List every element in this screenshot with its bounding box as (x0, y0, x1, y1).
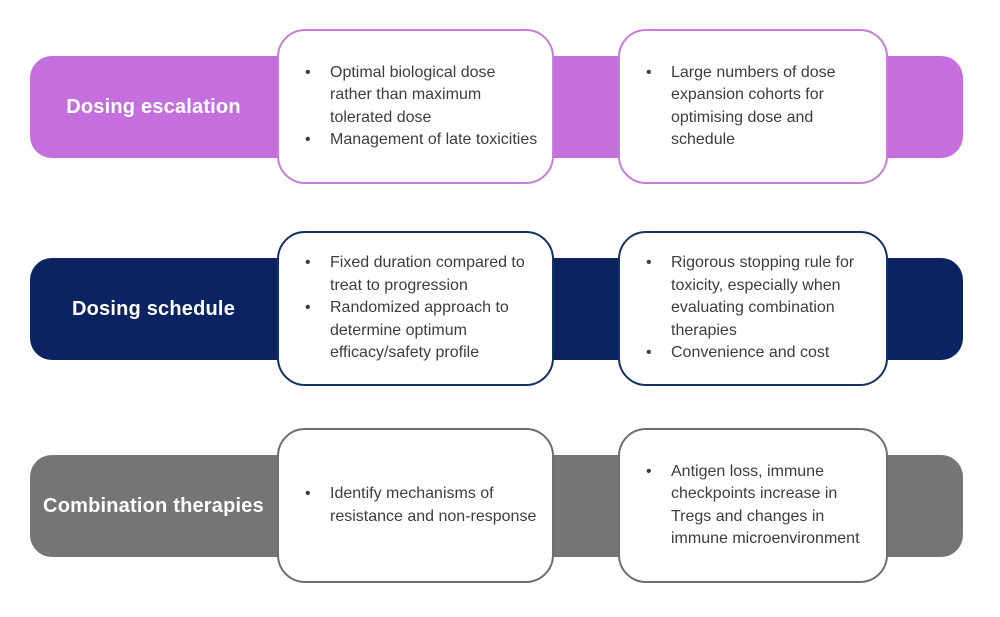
detail-box: Identify mechanisms of resistance and no… (277, 428, 554, 583)
row-dosing-escalation: Dosing escalation Optimal biological dos… (0, 29, 1000, 184)
bullet-list: Rigorous stopping rule for toxicity, esp… (620, 252, 886, 365)
detail-box: Optimal biological dose rather than maxi… (277, 29, 554, 184)
bullet-item: Identify mechanisms of resistance and no… (303, 483, 538, 528)
bullet-list: Antigen loss, immune checkpoints increas… (620, 461, 886, 551)
bullet-list: Large numbers of dose expansion cohorts … (620, 62, 886, 152)
bullet-item: Rigorous stopping rule for toxicity, esp… (644, 252, 872, 342)
bullet-item: Large numbers of dose expansion cohorts … (644, 62, 872, 152)
row-label: Dosing schedule (71, 297, 236, 320)
row-dosing-schedule: Dosing schedule Fixed duration compared … (0, 231, 1000, 386)
bullet-list: Fixed duration compared to treat to prog… (279, 252, 552, 365)
row-label: Combination therapies (43, 494, 264, 517)
row-label: Dosing escalation (66, 95, 241, 118)
bullet-item: Optimal biological dose rather than maxi… (303, 62, 538, 130)
bullet-list: Identify mechanisms of resistance and no… (279, 483, 552, 528)
detail-box: Rigorous stopping rule for toxicity, esp… (618, 231, 888, 386)
detail-box: Antigen loss, immune checkpoints increas… (618, 428, 888, 583)
bullet-item: Antigen loss, immune checkpoints increas… (644, 461, 872, 551)
detail-box: Fixed duration compared to treat to prog… (277, 231, 554, 386)
bullet-item: Randomized approach to determine optimum… (303, 297, 538, 365)
bullet-list: Optimal biological dose rather than maxi… (279, 62, 552, 152)
bullet-item: Convenience and cost (644, 342, 872, 365)
bullet-item: Fixed duration compared to treat to prog… (303, 252, 538, 297)
bullet-item: Management of late toxicities (303, 129, 538, 152)
row-combination-therapies: Combination therapies Identify mechanism… (0, 428, 1000, 583)
detail-box: Large numbers of dose expansion cohorts … (618, 29, 888, 184)
